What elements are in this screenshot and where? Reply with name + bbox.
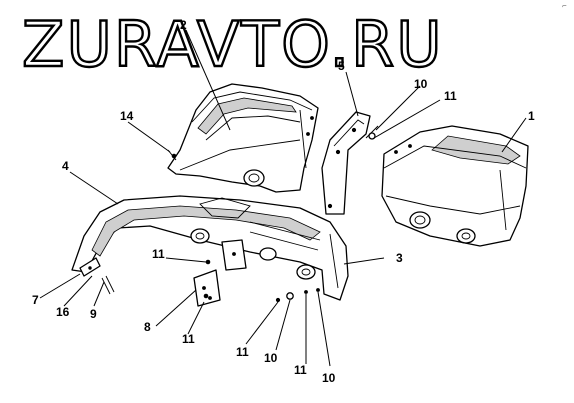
callout-5: 5 xyxy=(338,59,345,73)
callout-11-top: 11 xyxy=(444,89,457,103)
callout-10-bottom-left: 10 xyxy=(264,351,278,365)
callout-16: 16 xyxy=(56,305,70,319)
part-9-pin xyxy=(101,275,115,295)
part-8-plate xyxy=(193,269,221,307)
part-bracket-mid xyxy=(221,239,247,271)
callout-14: 14 xyxy=(120,109,134,123)
callout-3: 3 xyxy=(396,251,403,265)
callout-9: 9 xyxy=(90,307,97,321)
part-1-side-fender xyxy=(381,125,529,247)
callout-8: 8 xyxy=(144,320,151,334)
corner-mark: ⌐ xyxy=(562,3,567,10)
part-4-front-fender xyxy=(71,195,349,301)
part-16-flap-clip xyxy=(79,257,101,277)
callout-11-bottom-right: 11 xyxy=(294,363,307,377)
leader-lines xyxy=(39,29,527,367)
watermark-text: ZURAVTO.RU xyxy=(22,8,444,81)
callout-4: 4 xyxy=(62,159,69,173)
callout-11-mid: 11 xyxy=(152,247,165,261)
callout-11-bottom-left: 11 xyxy=(236,345,249,359)
callout-1: 1 xyxy=(528,109,535,123)
callout-7: 7 xyxy=(32,293,39,307)
callout-2: 2 xyxy=(180,18,187,32)
part-5-bracket xyxy=(321,111,371,215)
callouts: 1 2 3 4 5 10 11 14 11 7 16 9 8 11 11 10 … xyxy=(32,18,535,385)
callout-11-lower: 11 xyxy=(182,332,195,346)
callout-10-top: 10 xyxy=(414,77,428,91)
callout-10-bottom-right: 10 xyxy=(322,371,336,385)
part-2-rear-fender xyxy=(167,83,319,193)
